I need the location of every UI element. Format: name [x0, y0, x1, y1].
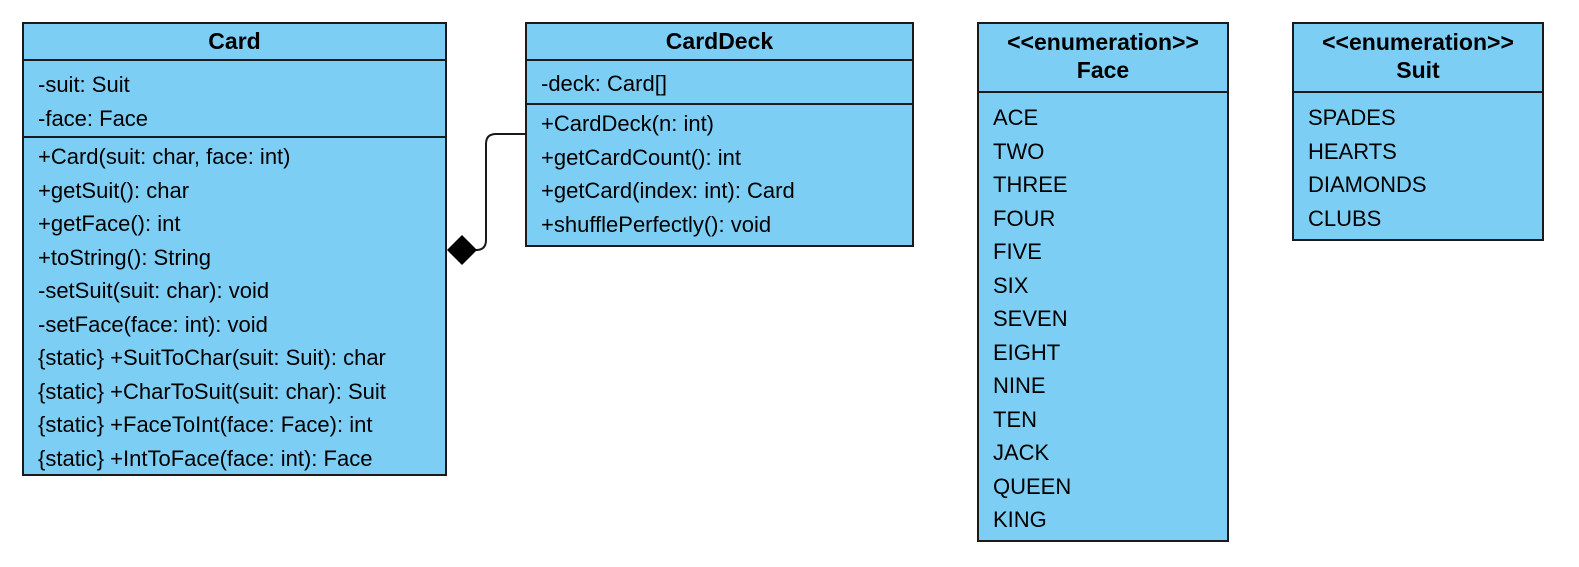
class-card-operation: +Card(suit: char, face: int)	[38, 144, 291, 169]
enum-face-literal: TEN	[993, 406, 1037, 432]
class-card-deck-operation: +CardDeck(n: int)	[541, 111, 715, 136]
class-card-deck-name: CardDeck	[665, 28, 774, 54]
class-card-operation: -setFace(face: int): void	[38, 311, 268, 337]
enum-face-literal: TWO	[993, 138, 1045, 164]
class-card-deck-attribute: -deck: Card[]	[541, 71, 667, 96]
class-card-operation: -setSuit(suit: char): void	[38, 278, 270, 303]
enum-face-literal: EIGHT	[993, 339, 1061, 365]
enum-face-header: <<enumeration>> Face	[979, 24, 1227, 93]
enum-suit-stereotype: <<enumeration>>	[1322, 29, 1514, 55]
enum-face-literal: QUEEN	[993, 473, 1072, 499]
enum-face-literal: FIVE	[993, 239, 1042, 264]
class-card-deck-operations: +CardDeck(n: int) +getCardCount(): int +…	[527, 105, 912, 241]
class-card-deck-header: CardDeck	[527, 24, 912, 61]
enum-suit-literal: DIAMONDS	[1308, 172, 1427, 197]
class-card-name: Card	[208, 28, 261, 54]
class-card-attributes: -suit: Suit -face: Face	[24, 61, 445, 138]
enum-face-literal: FOUR	[993, 205, 1056, 231]
enum-face-literal: THREE	[993, 172, 1068, 197]
class-card-operation: {static} +IntToFace(face: int): Face	[38, 445, 373, 471]
class-card-operation: +getSuit(): char	[38, 177, 190, 203]
class-card-operation: {static} +FaceToInt(face: Face): int	[38, 412, 373, 437]
enum-face-name: Face	[1076, 57, 1130, 83]
class-card-operation: +getFace(): int	[38, 211, 181, 236]
composition-diamond	[447, 235, 477, 265]
enum-face-literals: ACE TWO THREE FOUR FIVE SIX SEVEN EIGHT …	[979, 93, 1227, 537]
enum-face-literal: NINE	[993, 373, 1046, 398]
class-card-deck[interactable]: CardDeck -deck: Card[] +CardDeck(n: int)…	[525, 22, 914, 247]
enum-suit-literal: SPADES	[1308, 105, 1396, 130]
enum-suit-literal: CLUBS	[1308, 205, 1382, 231]
enum-suit-literals: SPADES HEARTS DIAMONDS CLUBS	[1294, 93, 1542, 235]
enum-face[interactable]: <<enumeration>> Face ACE TWO THREE FOUR …	[977, 22, 1229, 542]
class-card-attribute: -suit: Suit	[38, 72, 130, 97]
class-card-operation: {static} +CharToSuit(suit: char): Suit	[38, 378, 386, 404]
class-card-deck-operation: +getCard(index: int): Card	[541, 178, 795, 203]
enum-face-literal: JACK	[993, 440, 1050, 465]
enum-face-literal: KING	[993, 507, 1047, 532]
class-card-header: Card	[24, 24, 445, 61]
enum-face-literal: SIX	[993, 272, 1029, 298]
enum-suit-name: Suit	[1396, 57, 1440, 83]
class-card[interactable]: Card -suit: Suit -face: Face +Card(suit:…	[22, 22, 447, 476]
class-card-deck-attributes: -deck: Card[]	[527, 61, 912, 105]
class-card-attribute: -face: Face	[38, 105, 149, 131]
enum-face-literal: ACE	[993, 105, 1039, 130]
class-card-operation: {static} +SuitToChar(suit: Suit): char	[38, 345, 386, 370]
class-card-deck-operation: +getCardCount(): int	[541, 144, 741, 170]
class-card-operation: +toString(): String	[38, 244, 212, 270]
class-card-operations: +Card(suit: char, face: int) +getSuit():…	[24, 138, 445, 475]
enum-suit[interactable]: <<enumeration>> Suit SPADES HEARTS DIAMO…	[1292, 22, 1544, 241]
enum-face-literal: SEVEN	[993, 306, 1068, 331]
enum-suit-literal: HEARTS	[1308, 138, 1397, 164]
enum-face-stereotype: <<enumeration>>	[1007, 29, 1199, 55]
composition-line	[475, 133, 525, 251]
enum-suit-header: <<enumeration>> Suit	[1294, 24, 1542, 93]
class-card-deck-operation: +shufflePerfectly(): void	[541, 211, 772, 237]
